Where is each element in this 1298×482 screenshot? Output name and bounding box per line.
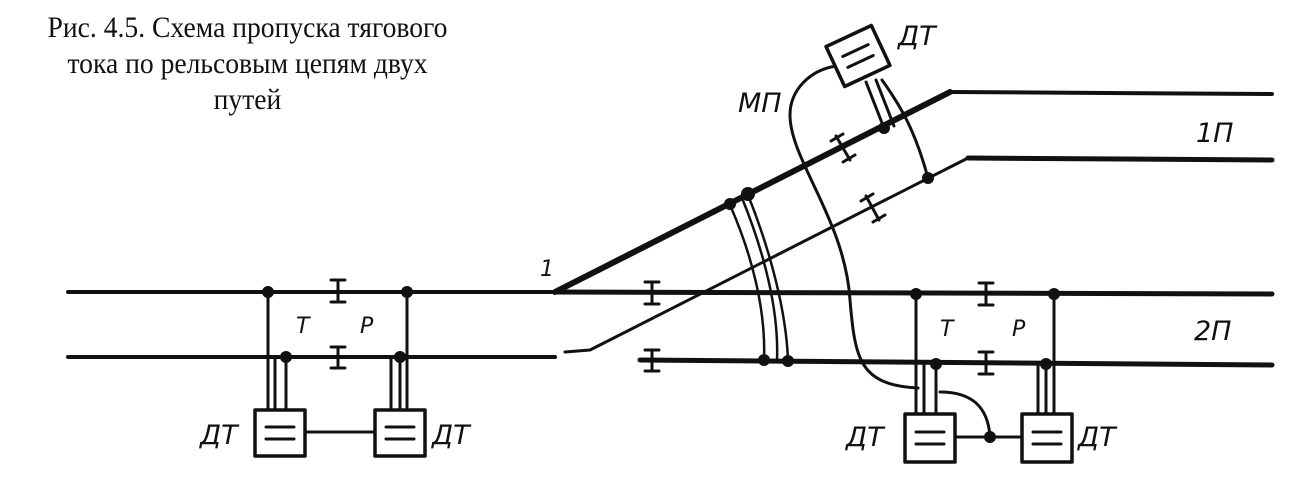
label-t-left: Т [296,314,311,339]
label-t-right: Т [940,317,955,342]
connection-node-icon [724,198,736,210]
insulating-joint-icon [329,278,347,304]
diagram-labels: ДТ ДТ ДТ ДТ ДТ МП 1П 2П 1 Т Р Т Р [199,21,1233,453]
insulating-joint-icon [977,281,995,307]
insulating-joint-icon [977,350,995,376]
label-p-left: Р [360,314,374,339]
label-switch-1: 1 [540,257,554,282]
connection-node-icon [1048,288,1060,300]
choke-transformer-icon [903,412,957,464]
insulating-joint-icon [643,348,661,373]
right-circuit-wires [914,292,1056,439]
choke-transformer-icon [253,408,307,458]
caption-line-3: путей [213,83,282,116]
label-mp: МП [738,88,782,119]
rail-1p-upper [948,90,1274,96]
label-dt-top: ДТ [897,21,938,52]
rail-lower-right [637,357,1275,368]
label-track-2p: 2П [1194,316,1231,347]
insulating-joint-icon [643,280,661,306]
connection-nodes [262,122,1060,443]
connection-node-icon [741,187,755,201]
connection-node-icon [401,286,413,298]
connection-node-icon [782,355,794,367]
connection-node-icon [910,288,922,300]
rails-track-2 [66,289,1275,368]
label-dt-right-1: ДТ [845,422,886,453]
connection-node-icon [1040,358,1052,370]
connection-node-icon [280,351,292,363]
switch-jumpers [728,193,790,362]
rail-1p-lower [965,155,1275,163]
insulating-joint-icon [329,345,347,370]
choke-transformer-icon [1020,412,1074,464]
label-dt-left-2: ДТ [431,420,472,451]
insulating-joint-icon [829,132,857,164]
label-track-1p: 1П [1196,118,1233,149]
caption-line-2: тока по рельсовым цепям двух [67,47,428,80]
choke-transformer-icon [373,408,427,458]
insulating-joints [329,132,995,376]
connection-node-icon [394,351,406,363]
insulating-joint-icon [859,192,887,224]
rails-track-1 [552,89,1275,354]
switch-closure-rail [563,156,970,354]
top-choke-wires [788,64,930,390]
connection-node-icon [262,286,274,298]
connection-node-icon [758,354,770,366]
label-dt-right-2: ДТ [1077,422,1118,453]
caption-line-1: Рис. 4.5. Схема пропуска тягового [47,11,448,44]
left-circuit-wires [266,290,409,434]
connection-node-icon [930,358,942,370]
figure-caption: Рис. 4.5. Схема пропуска тягового тока п… [6,10,489,118]
connection-node-icon [984,431,996,443]
connection-node-icon [922,172,934,184]
choke-transformer-icon [824,23,892,89]
connection-node-icon [878,122,890,134]
label-dt-left-1: ДТ [199,420,240,451]
choke-transformers [253,23,1074,464]
label-p-right: Р [1012,317,1026,342]
